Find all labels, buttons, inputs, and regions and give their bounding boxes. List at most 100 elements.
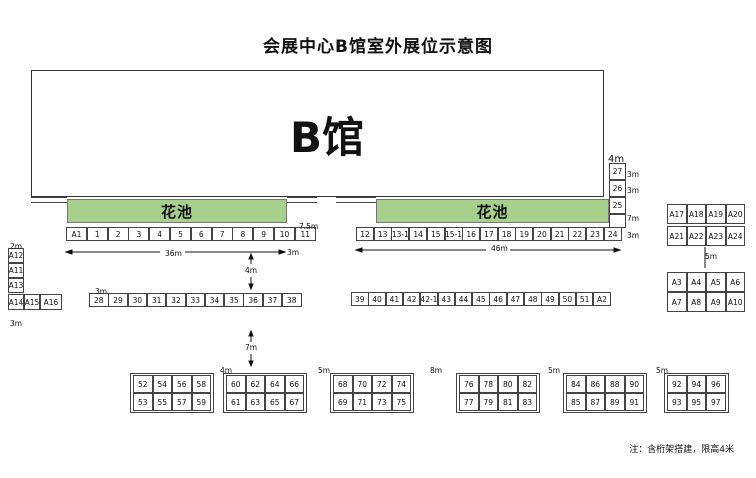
booth-front-left: 5	[170, 227, 191, 241]
booth-row-28: 38	[282, 293, 302, 307]
booth-block-3: 72	[372, 375, 392, 393]
booth-front-right: 20	[533, 227, 551, 241]
booth-front-left: 9	[253, 227, 275, 241]
booth-row-28: 28	[89, 293, 109, 307]
booth-front-left: 8	[232, 227, 254, 241]
booth-front-left: A1	[66, 227, 87, 241]
booth-front-right: 15	[426, 227, 445, 241]
booth-grid-a17: A22	[686, 226, 706, 246]
booth-front-right: 16	[462, 227, 481, 241]
booth-front-right: 15-1	[444, 227, 463, 241]
dim-36m: 36m	[165, 249, 182, 258]
booth-row-39: 42	[402, 292, 421, 306]
booth-grid-a3: A8	[686, 292, 706, 312]
booth-row-39: A2	[593, 292, 611, 306]
booth-block-1: 58	[191, 375, 211, 393]
booth-block-6: 96	[706, 375, 726, 393]
booth-block-5: 90	[624, 375, 644, 393]
booth-right-col: 26	[609, 180, 626, 197]
booth-block-1: 52	[133, 375, 153, 393]
booth-front-right: 17	[479, 227, 498, 241]
dim-7m-mid: 7m	[245, 343, 258, 352]
booth-right-col: 27	[609, 163, 626, 180]
booth-block-4: 82	[517, 375, 537, 393]
booth-block-5: 89	[605, 393, 625, 411]
booth-front-left: 1	[86, 227, 108, 241]
booth-block-5: 88	[605, 375, 625, 393]
booth-block-2: 63	[245, 393, 265, 411]
dim-5m-block-c: 5m	[656, 366, 669, 375]
booth-block-5: 85	[566, 393, 586, 411]
hall-building	[31, 70, 604, 197]
booth-front-right: 13-1	[391, 227, 410, 241]
booth-front-right: 12	[356, 227, 374, 241]
booth-row-28: 37	[262, 293, 283, 307]
dim-2m: 2m	[10, 242, 23, 251]
booth-grid-a17: A19	[706, 204, 726, 224]
booth-block-2: 62	[245, 375, 265, 393]
garden-left: 花池	[67, 199, 287, 223]
booth-block-2: 66	[284, 375, 304, 393]
booth-front-left: 4	[149, 227, 171, 241]
booth-row-28: 32	[166, 293, 186, 307]
booth-block-6: 95	[686, 393, 706, 411]
booth-grid-a17: A21	[667, 226, 687, 246]
booth-row-39: 43	[437, 292, 455, 306]
hall-name: B馆	[290, 113, 365, 162]
booth-block-2: 67	[284, 393, 304, 411]
booth-row-39: 48	[524, 292, 542, 306]
booth-block-1: 54	[152, 375, 172, 393]
booth-grid-a3: A3	[667, 272, 687, 292]
hall-edge-mid-b	[336, 197, 376, 203]
dim-46m: 46m	[491, 244, 508, 253]
dim-3m-a: 3m	[95, 287, 108, 296]
booth-row-39: 46	[489, 292, 507, 306]
booth-row-28: 29	[108, 293, 128, 307]
dim-3m-c: 3m	[10, 319, 23, 328]
booth-row-39: 42-1	[420, 292, 438, 306]
booth-block-1: 53	[133, 393, 153, 411]
dim-3m-b: 3m	[287, 248, 300, 257]
dim-3m-right1: 3m	[627, 170, 640, 179]
booth-block-2: 64	[265, 375, 285, 393]
booth-grid-a3: A10	[725, 292, 745, 312]
booth-block-6: 93	[667, 393, 687, 411]
booth-block-4: 79	[478, 393, 498, 411]
booth-block-3: 74	[391, 375, 411, 393]
booth-block-4: 80	[498, 375, 518, 393]
booth-row-28: 34	[204, 293, 225, 307]
booth-grid-a17: A20	[725, 204, 745, 224]
garden-right: 花池	[376, 199, 609, 223]
booth-front-right: 19	[515, 227, 534, 241]
booth-grid-a17: A23	[706, 226, 726, 246]
booth-row-39: 47	[506, 292, 525, 306]
booth-row-39: 44	[454, 292, 473, 306]
booth-grid-a3: A7	[667, 292, 687, 312]
booth-block-3: 73	[372, 393, 392, 411]
hall-edge-left	[31, 197, 67, 203]
booth-left-col: A16	[40, 294, 62, 310]
dim-5m-block-a: 5m	[318, 366, 331, 375]
hall-edge-mid-a	[287, 197, 317, 203]
booth-grid-a17: A24	[725, 226, 745, 246]
booth-block-3: 71	[352, 393, 372, 411]
dim-7m-right: 7m	[627, 214, 640, 223]
booth-block-6: 94	[686, 375, 706, 393]
booth-block-2: 61	[226, 393, 246, 411]
booth-left-col: A14	[8, 294, 24, 310]
booth-row-39: 49	[541, 292, 559, 306]
booth-block-1: 59	[191, 393, 211, 411]
booth-block-6: 92	[667, 375, 687, 393]
booth-block-4: 83	[517, 393, 537, 411]
booth-front-right: 22	[568, 227, 587, 241]
booth-left-col: A11	[8, 263, 24, 278]
booth-front-right: 23	[586, 227, 605, 241]
booth-block-4: 78	[478, 375, 498, 393]
booth-row-28: 36	[243, 293, 263, 307]
booth-block-5: 86	[585, 375, 605, 393]
dim-7-5m: 7.5m	[299, 222, 319, 231]
booth-row-39: 39	[351, 292, 369, 306]
booth-block-3: 70	[352, 375, 372, 393]
